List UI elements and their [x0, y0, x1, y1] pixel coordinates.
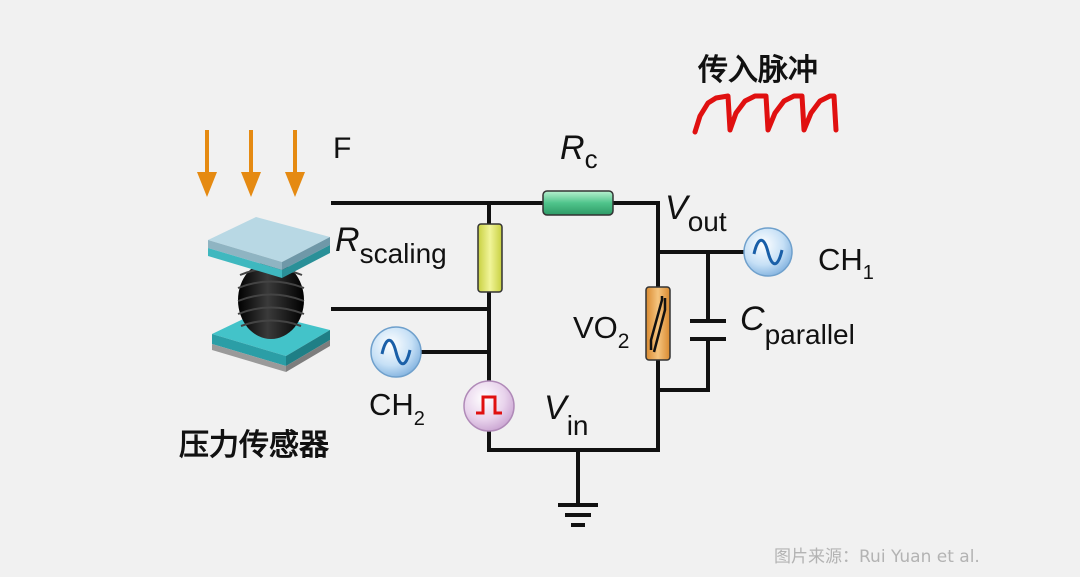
ch1-probe-icon	[743, 227, 793, 277]
rc-label: Rc	[560, 129, 598, 174]
vo2-label: VO2	[573, 310, 629, 353]
pressure-sensor-label: 压力传感器	[179, 428, 330, 463]
ch1-label: CH1	[818, 242, 874, 284]
force-label: F	[333, 132, 351, 165]
pressure-sensor-illustration	[197, 130, 330, 372]
input-pulse-label: 传入脉冲	[697, 53, 818, 88]
input-pulse-waveform	[692, 93, 839, 135]
ground-symbol	[558, 503, 598, 527]
wires	[331, 201, 747, 505]
vin-label: Vin	[544, 389, 588, 441]
vin-pulse-source-icon	[463, 380, 515, 432]
rc-resistor	[542, 190, 614, 216]
rscaling-label: Rscaling	[335, 221, 447, 269]
capacitor-symbol	[690, 319, 726, 341]
cparallel-label: Cparallel	[740, 300, 855, 350]
force-arrows	[197, 130, 305, 197]
ch2-label: CH2	[369, 387, 425, 430]
vout-label: Vout	[665, 189, 727, 237]
image-credit: 图片来源：Rui Yuan et al.	[774, 547, 980, 567]
vo2-device	[645, 286, 671, 361]
rscaling-resistor	[477, 223, 503, 293]
ch2-probe-icon	[370, 326, 422, 378]
